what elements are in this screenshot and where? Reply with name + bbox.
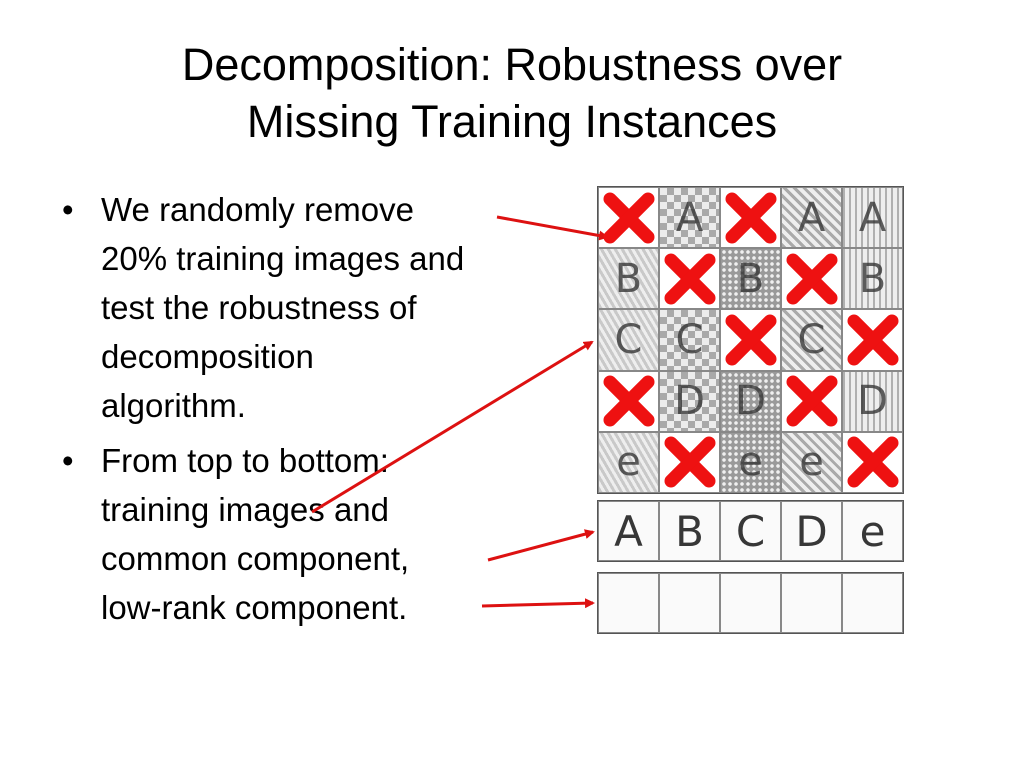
character-glyph: A: [614, 506, 643, 556]
removed-training-image: [781, 248, 842, 310]
training-image: C: [659, 309, 720, 371]
character-glyph: A: [675, 194, 704, 241]
bullet-line: algorithm.: [101, 387, 246, 424]
character-glyph: e: [859, 506, 886, 556]
low-rank-pattern-dots: [720, 573, 781, 633]
removed-x-icon: [664, 436, 715, 488]
character-glyph: e: [616, 439, 641, 486]
training-image: A: [781, 187, 842, 249]
common-component-image: e: [842, 501, 903, 561]
training-image: B: [720, 248, 781, 310]
character-glyph: D: [674, 378, 705, 425]
training-image: A: [842, 187, 903, 249]
bullet-line: common component,: [101, 540, 410, 577]
character-glyph: D: [735, 378, 766, 425]
training-image: C: [598, 309, 659, 371]
bullet-line: From top to bottom:: [101, 442, 389, 479]
character-glyph: A: [797, 194, 826, 241]
training-image: B: [598, 248, 659, 310]
character-glyph: B: [614, 255, 643, 302]
removed-x-icon: [847, 314, 898, 366]
removed-x-icon: [847, 436, 898, 488]
removed-training-image: [781, 370, 842, 432]
removed-training-image: [659, 248, 720, 310]
bullet-line: decomposition: [101, 338, 314, 375]
common-component-image: D: [781, 501, 842, 561]
removed-training-image: [720, 309, 781, 371]
training-image: D: [842, 370, 903, 432]
bullet-item: We randomly remove 20% training images a…: [58, 185, 568, 430]
bullet-line: low-rank component.: [101, 589, 408, 626]
removed-x-icon: [603, 375, 654, 427]
removed-x-icon: [603, 192, 654, 244]
character-glyph: C: [614, 316, 643, 363]
character-glyph: B: [858, 255, 887, 302]
character-glyph: C: [675, 316, 704, 363]
low-rank-pattern-triangles: [598, 573, 659, 633]
training-image: D: [720, 370, 781, 432]
low-rank-component-strip: [597, 572, 904, 634]
character-glyph: e: [738, 439, 763, 486]
removed-x-icon: [786, 375, 837, 427]
low-rank-pattern-wavy-lines: [842, 573, 903, 633]
common-component-image: C: [720, 501, 781, 561]
slide-title: Decomposition: Robustness over Missing T…: [60, 36, 964, 150]
bullet-line: training images and: [101, 491, 390, 528]
bullet-item: From top to bottom: training images and …: [58, 436, 568, 632]
training-image: C: [781, 309, 842, 371]
training-image: B: [842, 248, 903, 310]
removed-x-icon: [786, 253, 837, 305]
character-glyph: D: [795, 506, 828, 556]
character-glyph: e: [799, 439, 824, 486]
character-glyph: D: [857, 378, 888, 425]
removed-x-icon: [725, 192, 776, 244]
removed-x-icon: [725, 314, 776, 366]
removed-training-image: [659, 431, 720, 493]
training-image: A: [659, 187, 720, 249]
character-glyph: B: [675, 506, 704, 556]
training-image: e: [598, 431, 659, 493]
low-rank-pattern-diagonal-stripes: [781, 573, 842, 633]
bullet-line: We randomly remove: [101, 191, 415, 228]
low-rank-pattern-checkerboard: [659, 573, 720, 633]
removed-training-image: [720, 187, 781, 249]
removed-training-image: [842, 431, 903, 493]
slide-title-line-1: Decomposition: Robustness over: [181, 39, 843, 90]
removed-training-image: [598, 370, 659, 432]
character-glyph: B: [736, 255, 765, 302]
bullet-line: 20% training images and: [101, 240, 465, 277]
slide-title-line-2: Missing Training Instances: [246, 96, 778, 147]
training-image: D: [659, 370, 720, 432]
removed-training-image: [842, 309, 903, 371]
training-image: e: [781, 431, 842, 493]
common-component-image: B: [659, 501, 720, 561]
character-glyph: C: [735, 506, 766, 556]
bullet-list: We randomly remove 20% training images a…: [58, 185, 568, 638]
common-component-image: A: [598, 501, 659, 561]
bullet-line: test the robustness of: [101, 289, 417, 326]
character-glyph: C: [797, 316, 826, 363]
removed-training-image: [598, 187, 659, 249]
removed-x-icon: [664, 253, 715, 305]
character-glyph: A: [858, 194, 887, 241]
training-image: e: [720, 431, 781, 493]
